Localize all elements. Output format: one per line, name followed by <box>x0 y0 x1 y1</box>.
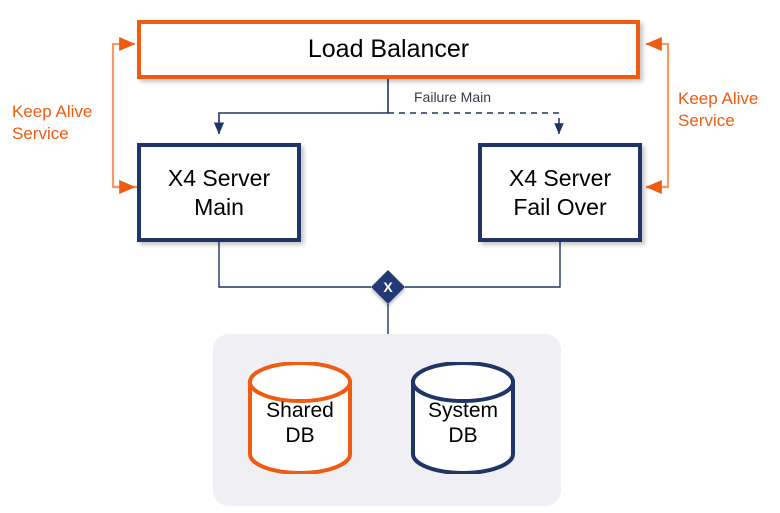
system-db-node[interactable]: System DB <box>408 362 518 474</box>
x-glyph-icon: X <box>383 279 393 295</box>
shared-db-label: Shared DB <box>266 399 334 448</box>
failure-main-label: Failure Main <box>414 89 492 105</box>
exclusive-junction-node[interactable]: X <box>371 270 405 304</box>
shared-db-node[interactable]: Shared DB <box>245 362 355 474</box>
x4-server-main-label: X4 Server Main <box>167 165 271 220</box>
load-balancer-node[interactable]: Load Balancer <box>137 20 640 79</box>
keep-alive-right-label: Keep Alive Service <box>678 89 759 131</box>
system-db-label: System DB <box>427 399 498 448</box>
failure-main-wire <box>388 112 564 135</box>
keep-alive-left-wire <box>111 36 137 195</box>
system-db-cylinder-icon <box>411 362 515 474</box>
x4-server-failover-label: X4 Server Fail Over <box>508 165 612 220</box>
load-balancer-label: Load Balancer <box>307 35 470 63</box>
lb-to-servers-wire <box>213 79 389 135</box>
x4-server-main-node[interactable]: X4 Server Main <box>137 143 301 242</box>
x4-server-failover-node[interactable]: X4 Server Fail Over <box>478 143 642 242</box>
keep-alive-right-wire <box>645 36 670 195</box>
shared-db-cylinder-icon <box>248 362 352 474</box>
keep-alive-left-label: Keep Alive Service <box>12 102 93 144</box>
